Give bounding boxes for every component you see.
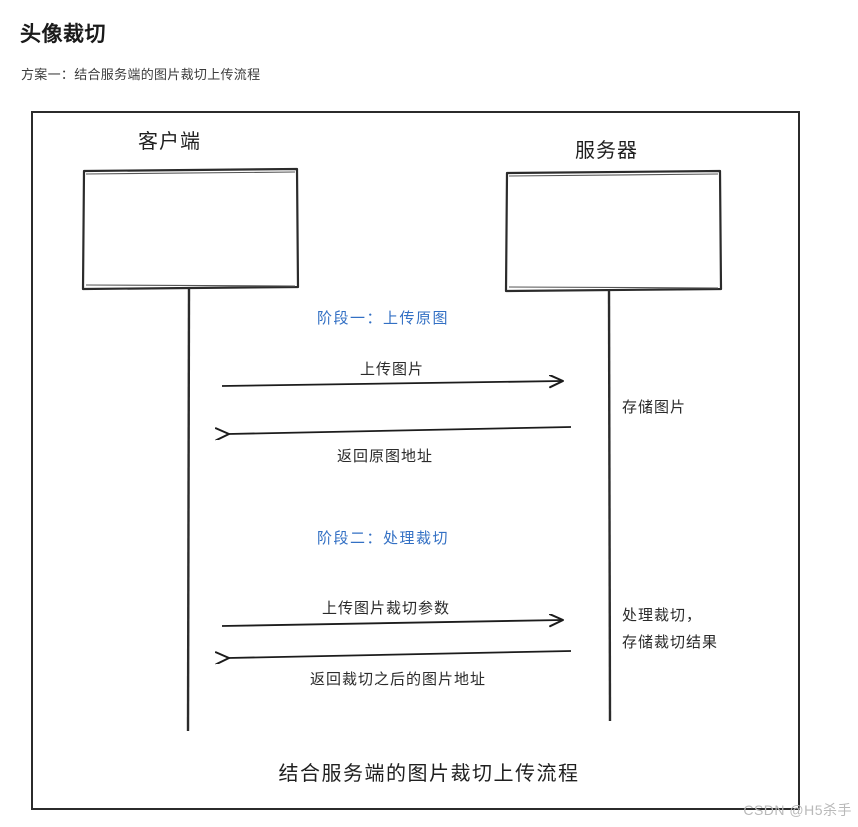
message-label-upload-crop-params: 上传图片裁切参数 [322,600,451,617]
message-label-return-origin-url: 返回原图地址 [337,448,434,465]
server-note-process-crop-line-1: 处理裁切， [622,607,703,624]
client-participant-label: 客户端 [138,131,201,153]
stage-1-label: 阶段一：上传原图 [317,310,450,327]
message-label-upload-image: 上传图片 [360,361,425,378]
server-note-store-image: 存储图片 [622,399,687,416]
page-title: 头像裁切 [20,23,106,46]
server-note-process-crop-line-2: 存储裁切结果 [622,634,719,651]
diagram-caption: 结合服务端的图片裁切上传流程 [278,763,580,785]
stage-2-label: 阶段二：处理裁切 [317,530,450,547]
server-participant-label: 服务器 [575,140,638,162]
server-note-process-crop: 处理裁切， 存储裁切结果 [622,602,718,656]
csdn-watermark: CSDN @H5杀手 [743,802,852,818]
page-subtitle: 方案一：结合服务端的图片裁切上传流程 [21,67,261,82]
message-label-return-crop-url: 返回裁切之后的图片地址 [310,671,487,688]
